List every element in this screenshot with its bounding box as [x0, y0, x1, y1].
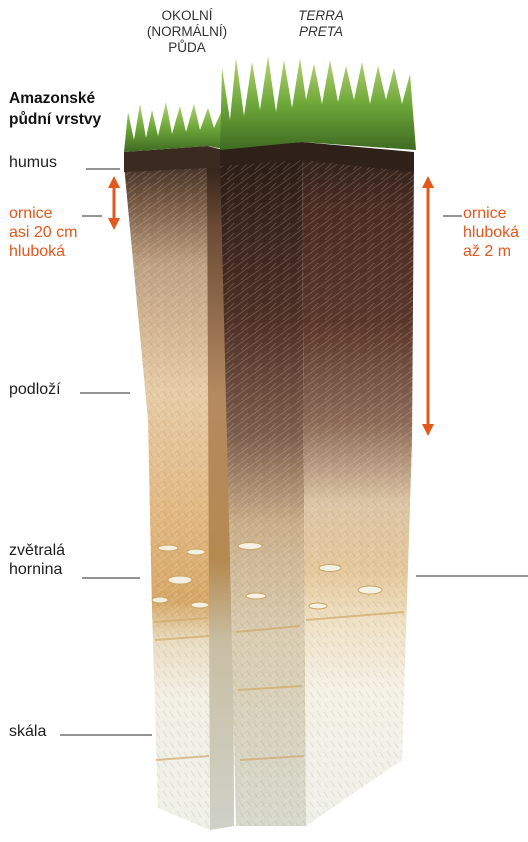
normal-soil-column	[124, 102, 234, 830]
weathered-line1: zvětralá	[9, 542, 65, 561]
subsoil-label: podloží	[9, 381, 61, 400]
rock-label: skála	[9, 723, 46, 742]
normal-soil-header: OKOLNÍ (NORMÁLNÍ) PŮDA	[132, 8, 242, 57]
topsoil-terra-line1: ornice	[463, 205, 528, 224]
normal-grass-tuft	[124, 102, 230, 152]
normal-header-line3: PŮDA	[132, 40, 242, 56]
topsoil-terra-line2: hluboká	[463, 224, 528, 243]
terra-header-line1: TERRA	[286, 8, 356, 24]
topsoil-normal-line2: asi 20 cm	[9, 224, 77, 243]
humus-label: humus	[9, 154, 57, 173]
topsoil-normal-arrow	[108, 176, 120, 230]
terra-preta-header: TERRA PRETA	[286, 8, 356, 40]
terra-preta-column	[220, 56, 416, 826]
topsoil-normal-line3: hluboká	[9, 243, 77, 262]
topsoil-normal-line1: ornice	[9, 205, 77, 224]
weathered-rock-label: zvětralá hornina	[9, 542, 65, 580]
topsoil-terra-arrow	[422, 176, 434, 436]
topsoil-normal-label: ornice asi 20 cm hluboká	[9, 205, 77, 262]
normal-header-line1: OKOLNÍ	[132, 8, 242, 24]
topsoil-terra-line3: až 2 m	[463, 243, 528, 262]
terra-grass-tuft	[220, 56, 416, 150]
terra-header-line2: PRETA	[286, 24, 356, 40]
topsoil-terra-label: ornice hluboká až 2 m	[463, 205, 528, 262]
diagram-title: Amazonské půdní vrstvy	[9, 88, 127, 131]
normal-header-line2: (NORMÁLNÍ)	[132, 24, 242, 40]
weathered-line2: hornina	[9, 561, 65, 580]
